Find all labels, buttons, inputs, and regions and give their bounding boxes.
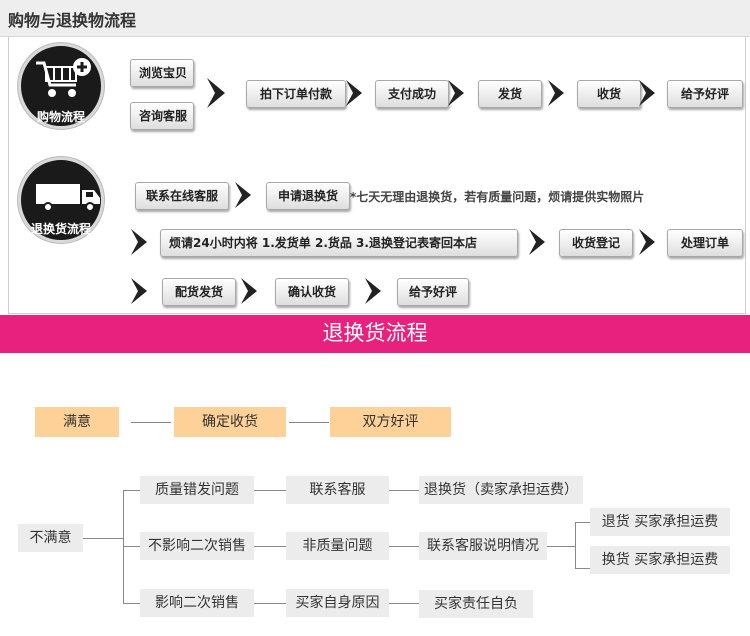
connector-line [131,422,171,423]
connector-line [289,422,329,423]
give-review-button[interactable]: 给予好评 [667,80,743,108]
returns-banner-title: 退换货流程 [322,321,428,345]
arrow-right-icon [448,80,464,106]
arrow-right-icon [235,182,251,208]
apply-return-button[interactable]: 申请退换货 [266,182,350,210]
unsatisfied-box: 不满意 [18,524,83,552]
receive-goods-button[interactable]: 收货 [577,80,641,108]
arrow-right-icon [639,80,655,106]
connector-line [575,568,590,569]
returns-process-label: 退换货流程 [30,222,91,236]
connector-line [389,603,419,604]
confirm-receipt-box: 确定收货 [174,407,286,437]
arrow-right-icon [548,80,564,106]
connector-line [575,522,576,569]
buyer-responsible-box: 买家责任自负 [419,590,533,618]
not-affect-resale-box: 不影响二次销售 [140,532,254,560]
connector-line [254,603,286,604]
receipt-registration-button[interactable]: 收货登记 [559,229,633,257]
pick-and-ship-button[interactable]: 配货发货 [162,278,236,306]
connector-line [547,546,575,547]
confirm-receipt-button[interactable]: 确认收货 [275,278,349,306]
connector-line [123,490,124,604]
arrow-right-icon [241,278,257,304]
connector-line [575,522,590,523]
affect-resale-box: 影响二次销售 [140,589,254,617]
connector-line [123,603,140,604]
truck-icon [36,184,100,212]
place-order-pay-button[interactable]: 拍下订单付款 [246,80,346,108]
arrow-right-icon [346,80,362,106]
arrow-right-icon [131,229,147,255]
arrow-right-icon [365,278,381,304]
exchange-buyer-pays-box: 换货 买家承担运费 [590,546,730,574]
refund-buyer-pays-box: 退货 买家承担运费 [590,508,730,536]
browse-items-button[interactable]: 浏览宝贝 [130,59,194,87]
connector-line [83,538,123,539]
connector-line [123,490,140,491]
connector-line [389,546,419,547]
return-seller-pays-box: 退换货（卖家承担运费） [419,476,583,504]
connector-line [254,490,286,491]
returns-banner [0,315,750,353]
contact-service-box: 联系客服 [286,476,389,504]
satisfied-box: 满意 [35,407,119,437]
mutual-review-box: 双方好评 [330,407,451,437]
quality-issue-box: 质量错发问题 [140,476,254,504]
shopping-cart-icon [36,58,91,97]
consult-service-button[interactable]: 咨询客服 [130,102,194,130]
process-order-button[interactable]: 处理订单 [667,229,743,257]
mail-back-items-button[interactable]: 烦请24小时内将 1.发货单 2.货品 3.退换登记表寄回本店 [160,229,518,257]
shopping-process-label: 购物流程 [36,110,85,124]
connector-line [123,546,140,547]
give-review-button-2[interactable]: 给予好评 [397,278,469,306]
arrow-right-icon [207,78,225,108]
ship-button[interactable]: 发货 [478,80,542,108]
explain-situation-box: 联系客服说明情况 [419,532,547,560]
return-policy-note: *七天无理由退换货，若有质量问题，烦请提供实物照片 [350,190,645,204]
section-header [0,0,750,37]
arrow-right-icon [639,229,655,255]
contact-online-service-button[interactable]: 联系在线客服 [135,182,229,210]
non-quality-issue-box: 非质量问题 [286,532,389,560]
connector-line [389,490,419,491]
arrow-right-icon [529,229,545,255]
connector-line [254,546,286,547]
payment-success-button[interactable]: 支付成功 [375,80,449,108]
arrow-right-icon [131,278,147,304]
buyer-reason-box: 买家自身原因 [286,589,389,617]
section-title: 购物与退换物流程 [8,11,137,30]
